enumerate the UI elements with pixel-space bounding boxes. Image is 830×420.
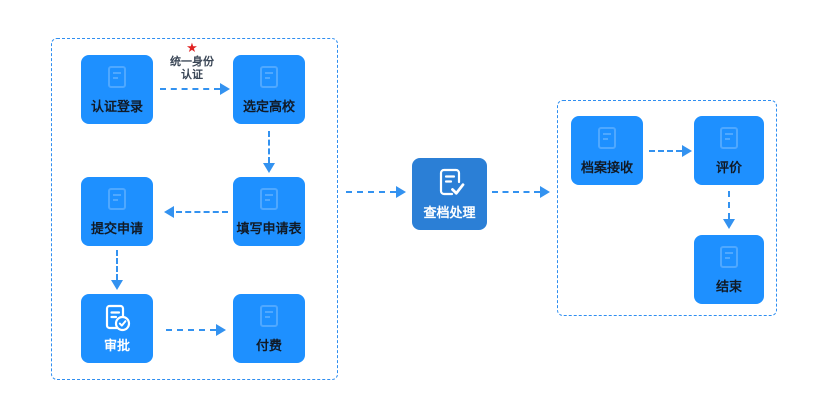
faint-document-icon bbox=[256, 64, 282, 90]
faint-document-icon bbox=[594, 125, 620, 151]
node-label: 提交申请 bbox=[90, 222, 143, 237]
node-label: 审批 bbox=[103, 339, 130, 354]
node-auth-login: 认证登录 bbox=[81, 55, 153, 124]
faint-document-icon bbox=[104, 186, 130, 212]
node-end: 结束 bbox=[694, 235, 764, 304]
sso-annotation: ★ 统一身份 认证 bbox=[156, 42, 228, 81]
document-check-icon bbox=[433, 166, 467, 200]
faint-document-icon bbox=[104, 64, 130, 90]
node-select-university: 选定高校 bbox=[233, 55, 305, 124]
node-label: 档案接收 bbox=[580, 161, 633, 176]
sso-annotation-line2: 认证 bbox=[181, 68, 203, 81]
star-icon: ★ bbox=[186, 41, 198, 56]
node-label: 选定高校 bbox=[242, 100, 295, 115]
node-fill-form: 填写申请表 bbox=[233, 177, 305, 246]
node-label: 结束 bbox=[715, 280, 742, 295]
group-archive-flow bbox=[557, 100, 777, 316]
faint-document-icon bbox=[256, 186, 282, 212]
node-evaluate: 评价 bbox=[694, 116, 764, 185]
node-archive-receive: 档案接收 bbox=[571, 116, 643, 185]
faint-document-icon bbox=[716, 125, 742, 151]
node-label: 评价 bbox=[715, 161, 742, 176]
node-label: 认证登录 bbox=[90, 100, 143, 115]
node-pay: 付费 bbox=[233, 294, 305, 363]
sso-annotation-line1: 统一身份 bbox=[170, 55, 214, 68]
group-applicant-flow bbox=[51, 38, 338, 380]
node-approve: 审批 bbox=[81, 294, 153, 363]
node-label: 查档处理 bbox=[423, 206, 476, 221]
faint-document-icon bbox=[716, 244, 742, 270]
node-archive-process: 查档处理 bbox=[412, 158, 487, 230]
faint-document-icon bbox=[256, 303, 282, 329]
document-check-circle-icon bbox=[101, 303, 133, 335]
node-label: 付费 bbox=[255, 339, 282, 354]
node-submit-application: 提交申请 bbox=[81, 177, 153, 246]
node-label: 填写申请表 bbox=[236, 222, 302, 237]
